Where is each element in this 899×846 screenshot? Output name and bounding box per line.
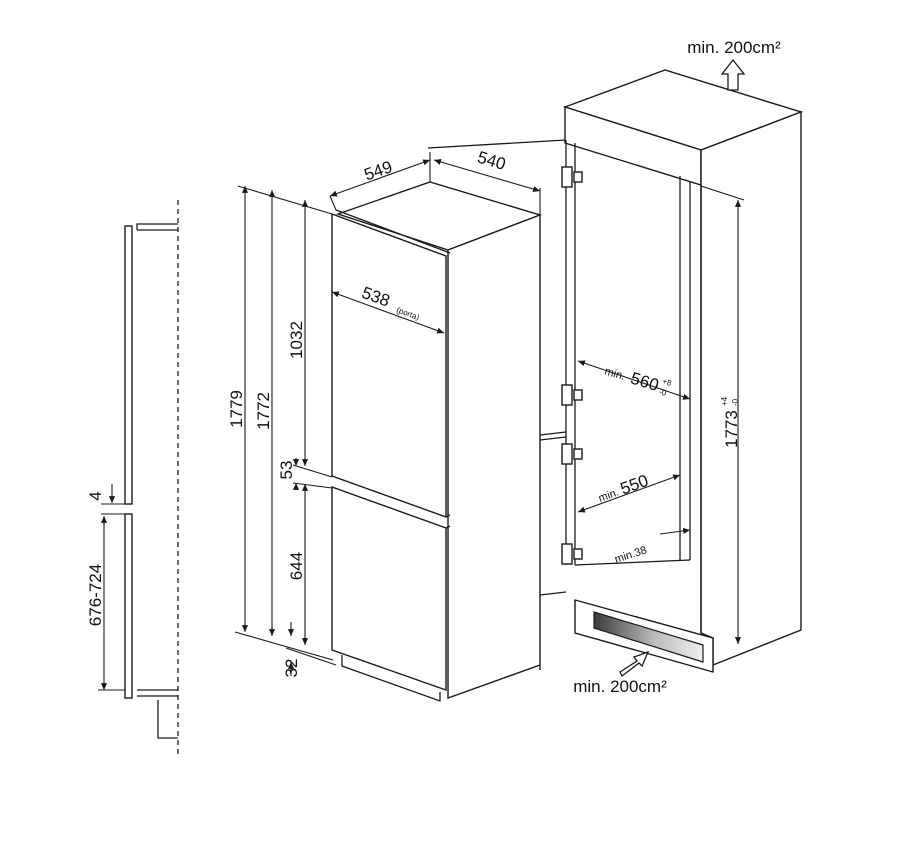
ext-bottom-total: [234, 631, 334, 661]
upper-door-section: [124, 225, 133, 505]
ext-lower-door-top: [292, 482, 333, 489]
gap-label: 4: [86, 491, 105, 500]
cabinet-door-mid: [539, 431, 567, 441]
lower-door-section: [124, 513, 133, 699]
door-top-edge: [335, 209, 451, 254]
lower-door: [331, 486, 447, 691]
depth-label: 540: [475, 148, 508, 174]
door-range-label: 676-724: [86, 564, 105, 626]
width-label: 549: [362, 157, 395, 184]
gap-height-label: 53: [277, 461, 296, 480]
niche-width-prefix: min.: [603, 365, 626, 383]
niche-depth-label: min. 550: [597, 471, 651, 505]
niche-depth-prefix: min.: [597, 486, 621, 504]
niche-height-tol-plus: +4: [720, 396, 729, 406]
door-edge: [445, 514, 451, 529]
plinth-height-label: 32: [282, 659, 301, 678]
ext-top-total: [237, 185, 333, 215]
hinge-2: [561, 384, 583, 406]
niche-depth-dim: [577, 474, 681, 513]
plinth-ext: [285, 647, 337, 666]
vent-arrow-up-icon: [720, 58, 746, 91]
niche-depth-value: 550: [618, 471, 651, 499]
niche-height-ext-top: [700, 185, 745, 201]
door-width-dim: [331, 291, 445, 334]
total-height-label: 1779: [227, 390, 246, 428]
niche-left-panel: [565, 140, 576, 565]
upper-door: [331, 212, 447, 518]
upper-door-height-label: 1032: [287, 321, 306, 359]
ext-upper-door-bottom: [292, 464, 333, 478]
niche-width-value: 560: [628, 369, 661, 395]
niche-width-tol-plus: +8: [661, 377, 673, 388]
lower-door-height-label: 644: [287, 552, 306, 580]
niche-height-label: 1773 +4 -0: [720, 396, 741, 448]
side-section-view: 4 676-724: [86, 200, 179, 755]
niche-width-dim: [577, 360, 691, 400]
lower-bracket: [137, 689, 178, 697]
niche-height-value: 1773: [722, 410, 741, 448]
bottom-vent-label: min. 200cm²: [573, 677, 667, 696]
hinge-3: [561, 443, 583, 465]
niche-width-label: min. 560 +8 -0: [603, 365, 673, 398]
top-vent-label: min. 200cm²: [687, 38, 781, 57]
fridge-appliance: 549 540 538 (porta) 1779 1772 1032 53 64…: [227, 148, 543, 702]
vent-grille: [593, 611, 704, 663]
upper-bracket: [136, 223, 178, 230]
depth-dim: [433, 158, 541, 193]
niche-gap-dim: [659, 527, 691, 535]
niche-side-panel: [700, 110, 802, 667]
niche-floor-line: [574, 559, 691, 566]
fridge-plinth: [341, 655, 441, 702]
plinth-section: [157, 700, 178, 739]
cabinet-door-top: [427, 139, 567, 149]
niche-height-tol-minus: -0: [731, 398, 740, 406]
vent-arrow-in-icon: [619, 650, 650, 677]
fridge-side: [447, 213, 541, 699]
body-height-label: 1772: [254, 392, 273, 430]
width-dim: [329, 159, 431, 197]
hinge-4: [561, 543, 583, 565]
cabinet-door-bottom: [539, 591, 567, 596]
niche-width-tol-minus: -0: [658, 387, 668, 398]
hinge-1: [561, 166, 583, 188]
width-ext-left: [329, 195, 337, 211]
installation-niche: min. 200cm² min. 200cm² min. 560 +8 -0 m…: [427, 38, 804, 696]
